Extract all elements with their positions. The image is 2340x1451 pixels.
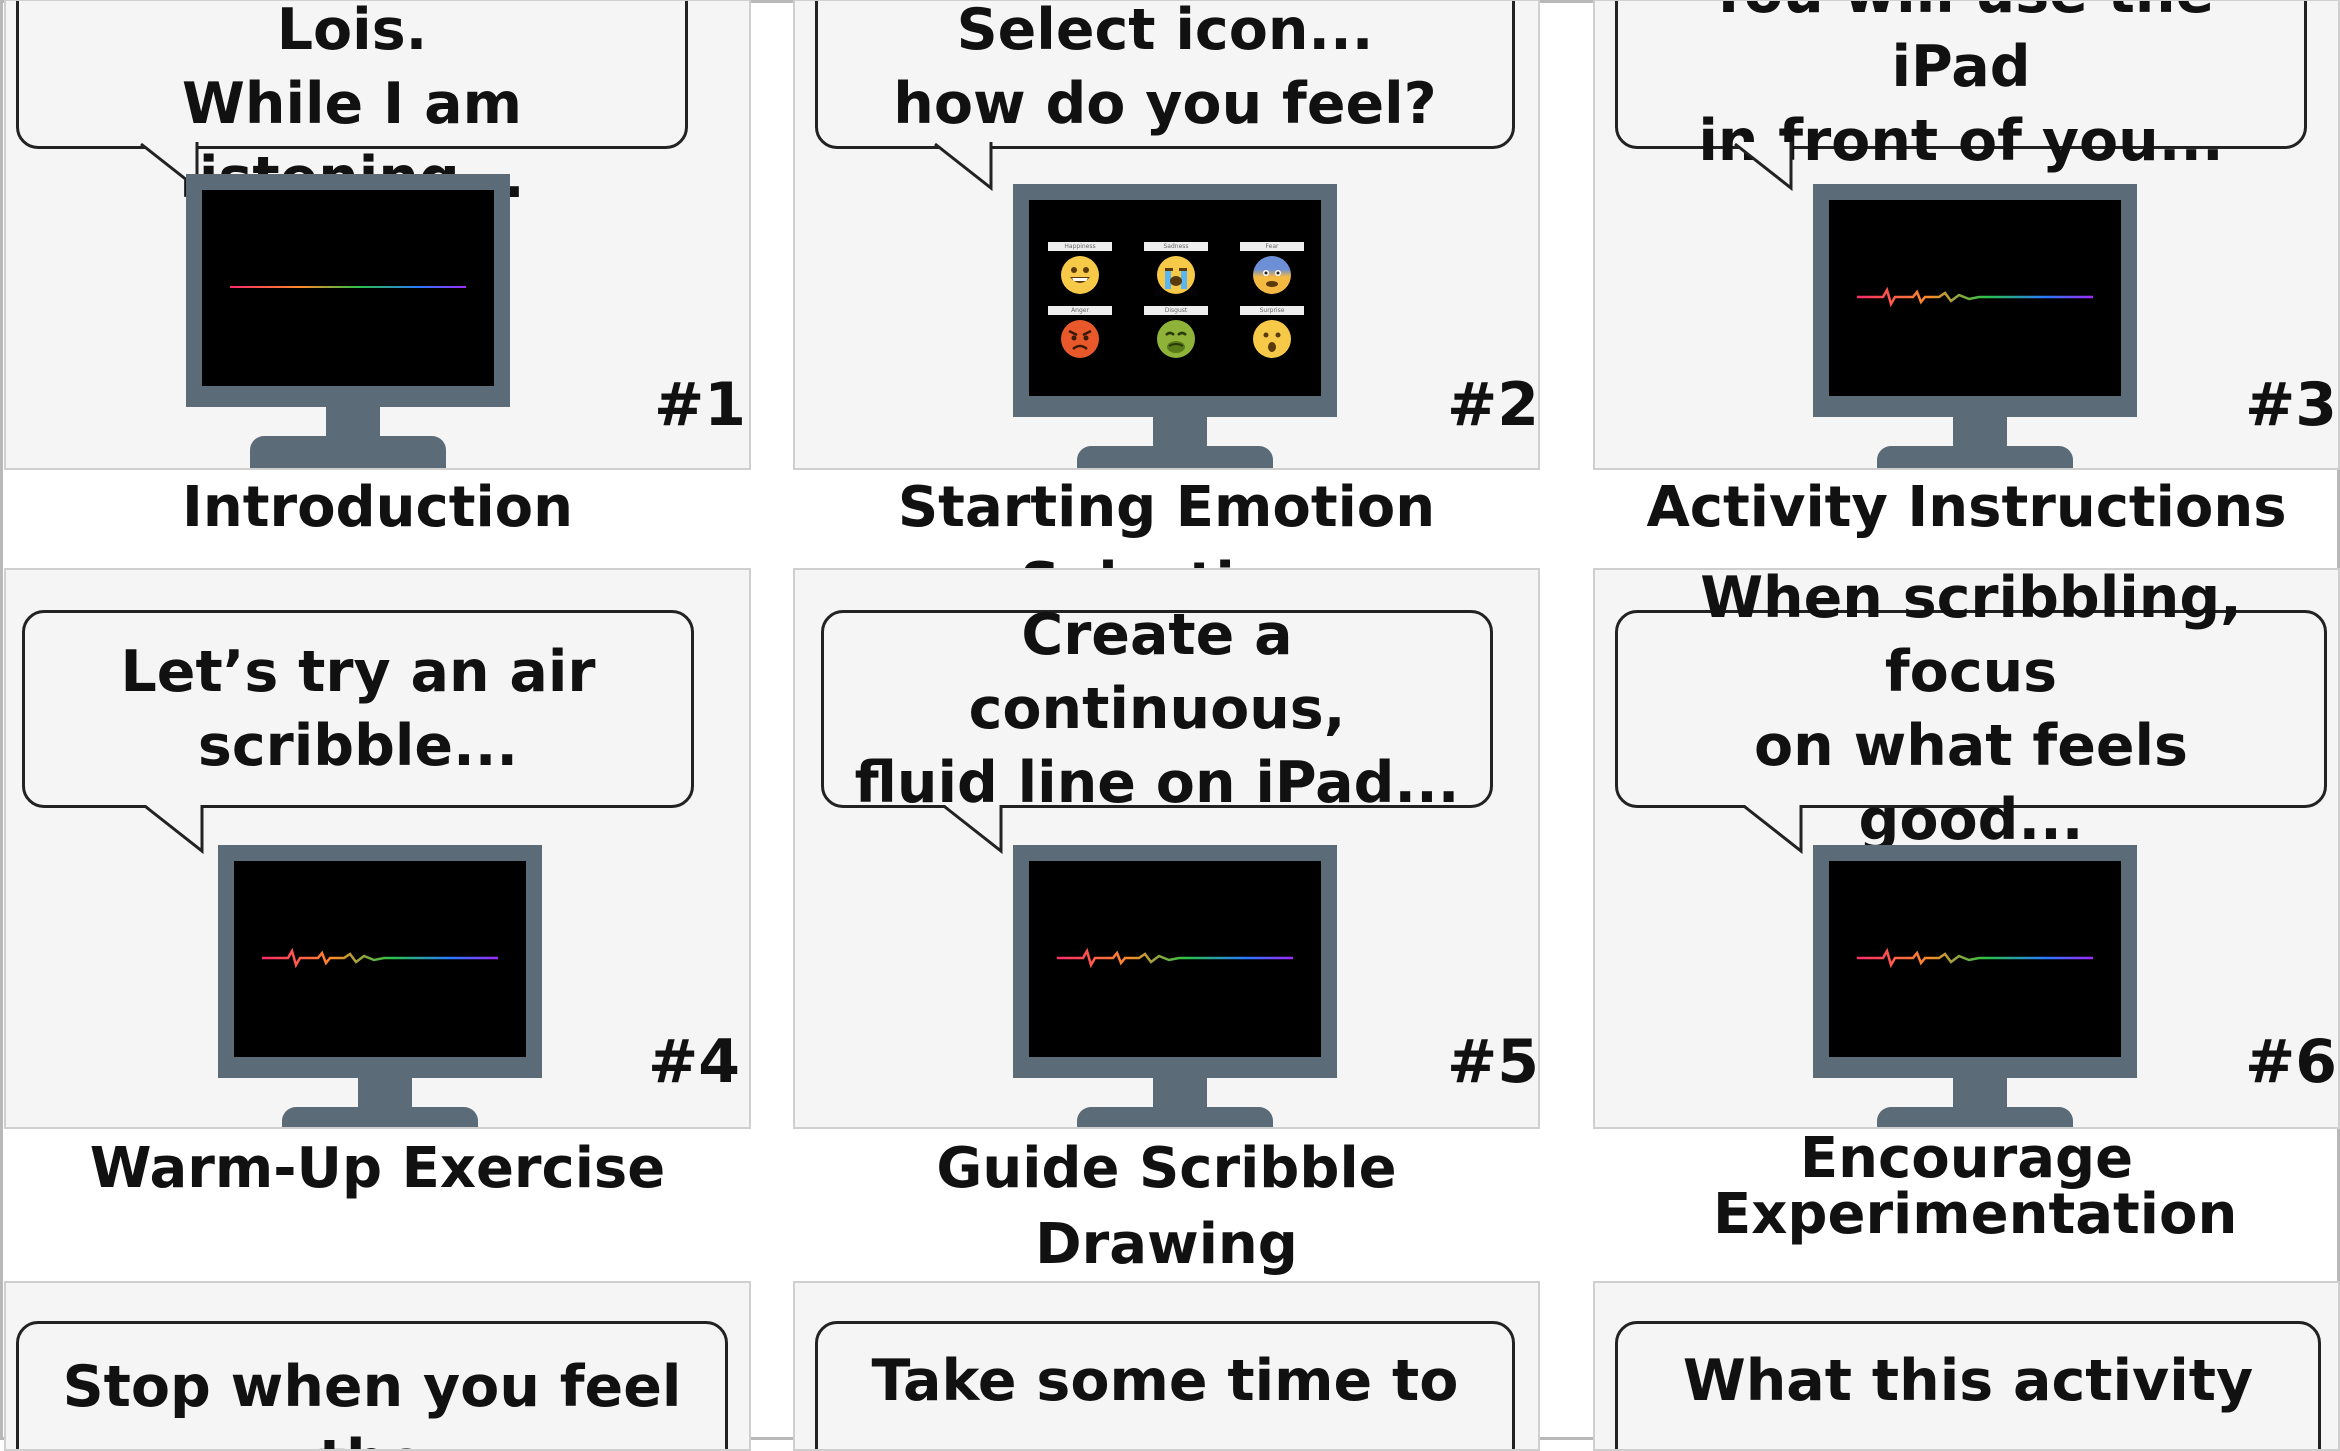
speech-text: Stop when you feel the bbox=[62, 1354, 682, 1449]
monitor-base bbox=[1077, 1107, 1273, 1127]
monitor-base bbox=[250, 436, 446, 468]
speech-bubble: Hi, my name is Lois. While I am listenin… bbox=[16, 1, 688, 211]
monitor-neck bbox=[358, 1078, 412, 1112]
emotion-label: Happiness bbox=[1048, 242, 1112, 251]
emotion-label: Fear bbox=[1240, 242, 1304, 251]
speech-text: Create a continuous, fluid line on iPad.… bbox=[854, 602, 1460, 816]
panel-number: #5 bbox=[1447, 1027, 1540, 1097]
crying-face-icon bbox=[1157, 256, 1195, 294]
fearful-face-icon bbox=[1253, 256, 1291, 294]
speech-bubble: Let’s try an air scribble... bbox=[22, 610, 694, 808]
emotion-label: Disgust bbox=[1144, 306, 1208, 315]
speech-bubble-tail bbox=[934, 142, 993, 192]
monitor bbox=[218, 845, 542, 1127]
monitor-screen bbox=[1829, 200, 2121, 396]
monitor-neck bbox=[1153, 417, 1207, 451]
emotion-option[interactable]: Anger bbox=[1045, 306, 1115, 386]
speech-bubble-tail bbox=[1734, 142, 1793, 192]
speech-text: What this activity bbox=[1682, 1348, 2254, 1414]
grinning-face-icon bbox=[1061, 256, 1099, 294]
speech-bubble: Take some time to bbox=[815, 1321, 1515, 1449]
panel-number: #1 bbox=[654, 370, 747, 440]
panel-caption: Encourage Experimentation bbox=[1713, 1126, 2238, 1247]
emotion-option[interactable]: Happiness bbox=[1045, 242, 1115, 322]
storyboard-panel-2: Select icon... how do you feel? Happines… bbox=[793, 0, 1540, 470]
storyboard-panel-1: Hi, my name is Lois. While I am listenin… bbox=[4, 0, 751, 470]
panel-caption: Warm-Up Exercise bbox=[89, 1136, 666, 1201]
emotion-label: Sadness bbox=[1144, 242, 1208, 251]
monitor bbox=[186, 174, 510, 468]
monitor-screen bbox=[202, 190, 494, 386]
monitor-screen bbox=[1829, 861, 2121, 1057]
emotion-option[interactable]: Surprise bbox=[1237, 306, 1307, 386]
voice-waveform bbox=[1857, 286, 2093, 308]
panel-caption: Activity Instructions bbox=[1646, 475, 2287, 540]
speech-bubble: What this activity bbox=[1615, 1321, 2321, 1449]
storyboard-panel-8: Take some time to bbox=[793, 1281, 1540, 1451]
monitor-base bbox=[1877, 446, 2073, 468]
speech-text: When scribbling, focus on what feels goo… bbox=[1700, 568, 2242, 853]
speech-bubble: Stop when you feel the bbox=[16, 1321, 728, 1449]
voice-waveform-flat bbox=[230, 286, 466, 288]
speech-text: Take some time to bbox=[871, 1348, 1459, 1414]
monitor bbox=[1813, 845, 2137, 1127]
panel-number: #3 bbox=[2245, 370, 2338, 440]
panel-number: #4 bbox=[648, 1027, 741, 1097]
storyboard-panel-9: What this activity bbox=[1593, 1281, 2340, 1451]
speech-text: Select icon... how do you feel? bbox=[893, 0, 1437, 137]
panel-caption: Guide Scribble Drawing bbox=[936, 1136, 1397, 1277]
panel-caption: Introduction bbox=[181, 475, 573, 540]
storyboard-panel-5: Create a continuous, fluid line on iPad.… bbox=[793, 568, 1540, 1129]
monitor-screen bbox=[1029, 861, 1321, 1057]
voice-waveform bbox=[1857, 947, 2093, 969]
panel-number: #6 bbox=[2245, 1027, 2338, 1097]
astonished-face-icon bbox=[1253, 320, 1291, 358]
speech-bubble-tail bbox=[944, 805, 1003, 855]
monitor-neck bbox=[326, 407, 380, 441]
emotion-option[interactable]: Disgust bbox=[1141, 306, 1211, 386]
speech-bubble: When scribbling, focus on what feels goo… bbox=[1615, 570, 2327, 853]
monitor-neck bbox=[1953, 417, 2007, 451]
storyboard-panel-6: When scribbling, focus on what feels goo… bbox=[1593, 568, 2340, 1129]
monitor-neck bbox=[1153, 1078, 1207, 1112]
monitor: Happiness Sadness Fear bbox=[1013, 184, 1337, 468]
emotion-label: Anger bbox=[1048, 306, 1112, 315]
angry-face-icon bbox=[1061, 320, 1099, 358]
speech-text: You will use the iPad in front of you... bbox=[1698, 1, 2224, 174]
monitor bbox=[1813, 184, 2137, 468]
nauseated-face-icon bbox=[1157, 320, 1195, 358]
monitor-base bbox=[1077, 446, 1273, 468]
voice-waveform bbox=[262, 947, 498, 969]
speech-bubble-tail bbox=[145, 805, 204, 855]
speech-text: Let’s try an air scribble... bbox=[120, 639, 596, 779]
emotion-option[interactable]: Sadness bbox=[1141, 242, 1211, 322]
speech-bubble-tail bbox=[1744, 805, 1803, 855]
emotion-option[interactable]: Fear bbox=[1237, 242, 1307, 322]
storyboard-panel-3: You will use the iPad in front of you... bbox=[1593, 0, 2340, 470]
speech-bubble: Create a continuous, fluid line on iPad.… bbox=[821, 602, 1493, 816]
monitor-base bbox=[1877, 1107, 2073, 1127]
panel-number: #2 bbox=[1447, 370, 1540, 440]
monitor-base bbox=[282, 1107, 478, 1127]
voice-waveform bbox=[1057, 947, 1293, 969]
monitor bbox=[1013, 845, 1337, 1127]
monitor-screen bbox=[234, 861, 526, 1057]
storyboard-panel-7: Stop when you feel the bbox=[4, 1281, 751, 1451]
emotion-selection-grid: Happiness Sadness Fear bbox=[1029, 200, 1321, 396]
monitor-screen: Happiness Sadness Fear bbox=[1029, 200, 1321, 396]
emotion-label: Surprise bbox=[1240, 306, 1304, 315]
speech-bubble: Select icon... how do you feel? bbox=[815, 0, 1515, 149]
monitor-neck bbox=[1953, 1078, 2007, 1112]
speech-bubble: You will use the iPad in front of you... bbox=[1615, 1, 2307, 174]
storyboard-panel-4: Let’s try an air scribble... bbox=[4, 568, 751, 1129]
